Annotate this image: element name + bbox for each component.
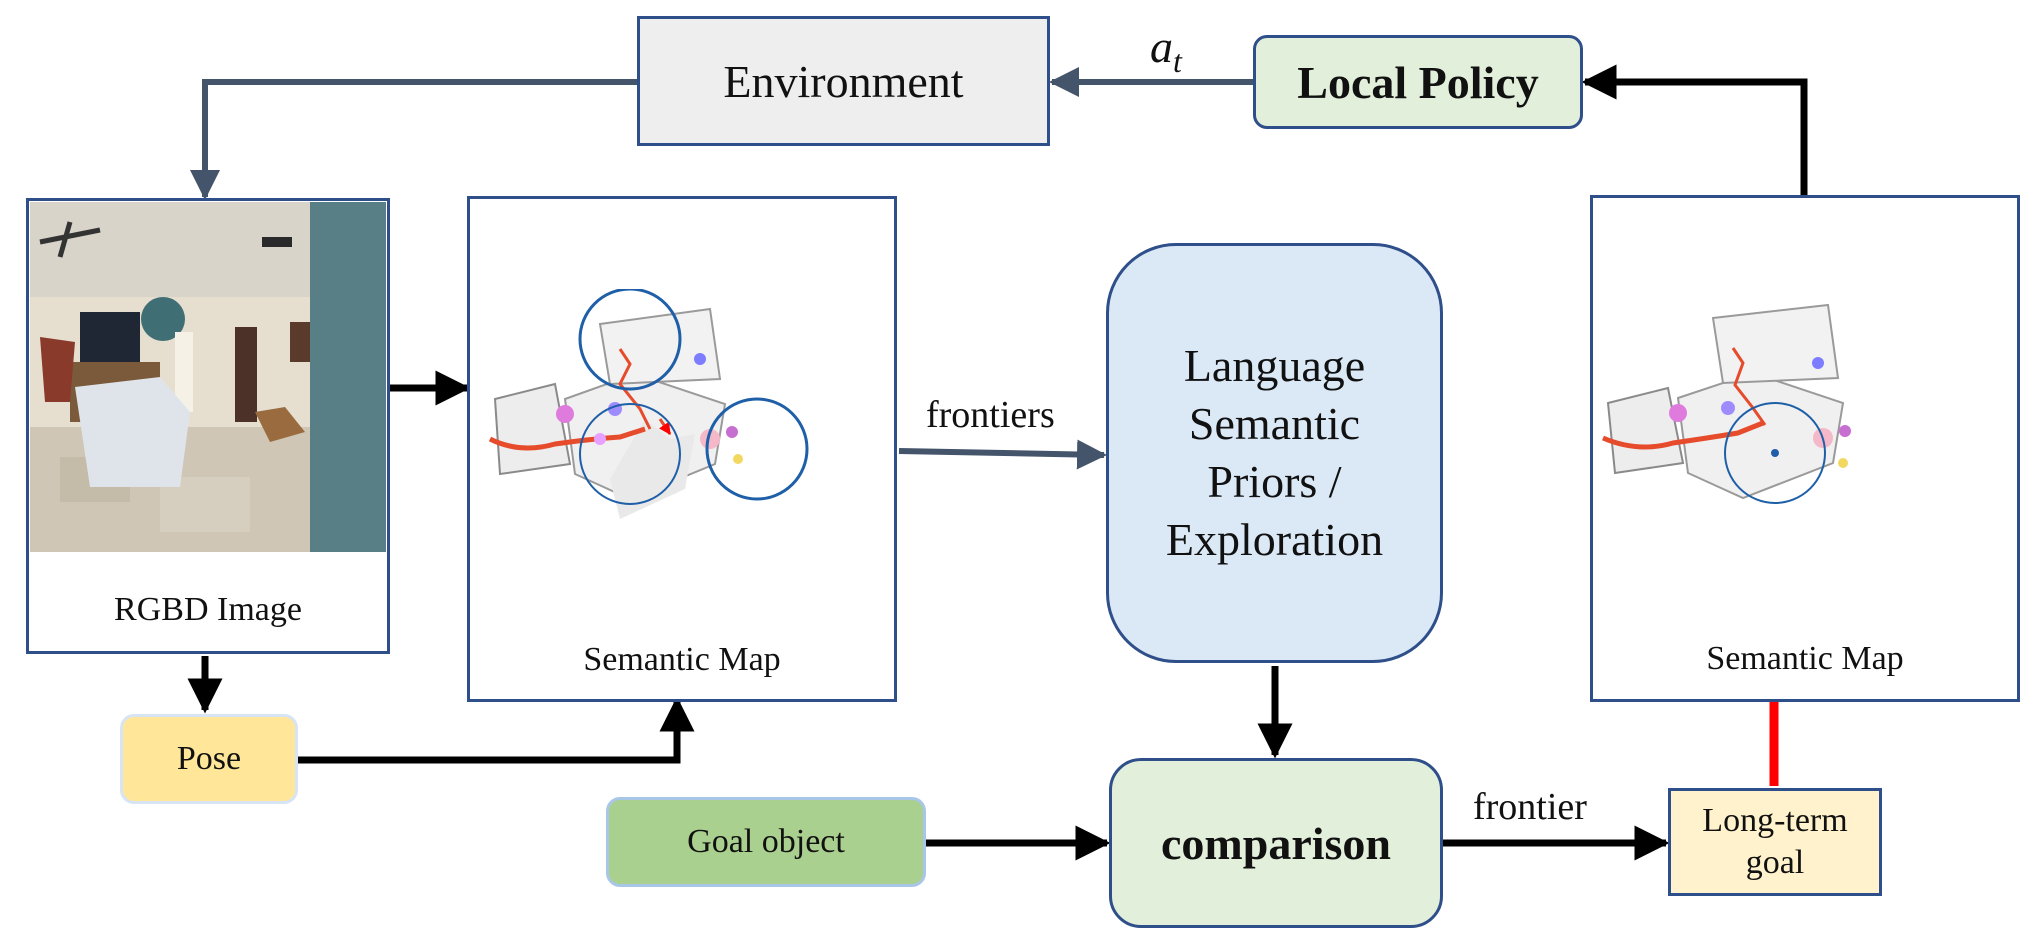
goal-object-label: Goal object — [687, 823, 845, 860]
frontier-label: frontier — [1473, 786, 1587, 828]
pose-label: Pose — [176, 740, 242, 777]
comparison-node: comparison — [1109, 758, 1443, 928]
edge-map-to-policy — [1581, 64, 1808, 195]
goal-object-node: Goal object — [606, 797, 926, 887]
language-priors-node: Language Semantic Priors / Exploration — [1106, 243, 1443, 663]
pose-node: Pose — [120, 714, 298, 804]
local-policy-label: Local Policy — [1297, 56, 1539, 108]
action-symbol: a — [1150, 21, 1173, 72]
edge-frontiers — [898, 439, 1107, 470]
semantic-map-left-caption: Semantic Map — [583, 641, 781, 678]
long-term-goal-node: Long-term goal — [1668, 788, 1882, 896]
rgbd-caption: RGBD Image — [114, 591, 302, 628]
action-label: at — [1150, 20, 1182, 80]
language-priors-line-4: Exploration — [1165, 514, 1384, 565]
comparison-label: comparison — [1161, 817, 1391, 869]
language-priors-line-3: Priors / — [1207, 456, 1342, 507]
language-priors-line-1: Language — [1183, 340, 1366, 391]
local-policy-node: Local Policy — [1253, 35, 1583, 129]
semantic-map-right-graphic — [1602, 303, 1851, 504]
long-term-goal-line-1: Long-term — [1702, 802, 1848, 839]
action-subscript: t — [1173, 43, 1182, 80]
edge-environment-to-rgbd — [190, 79, 637, 200]
rgbd-panel: RGBD Image — [26, 198, 390, 654]
semantic-map-right-panel: Semantic Map — [1590, 195, 2020, 702]
environment-label: Environment — [723, 55, 964, 107]
language-priors-line-2: Semantic — [1188, 398, 1361, 449]
rgbd-photo — [30, 202, 386, 552]
long-term-goal-line-2: goal — [1745, 844, 1805, 881]
environment-node: Environment — [637, 16, 1050, 146]
semantic-map-left-panel: Semantic Map — [467, 196, 897, 702]
semantic-map-left-graphic — [488, 289, 809, 519]
semantic-map-right-caption: Semantic Map — [1706, 640, 1904, 677]
edge-pose-to-map — [298, 696, 695, 764]
frontiers-label: frontiers — [926, 394, 1055, 436]
